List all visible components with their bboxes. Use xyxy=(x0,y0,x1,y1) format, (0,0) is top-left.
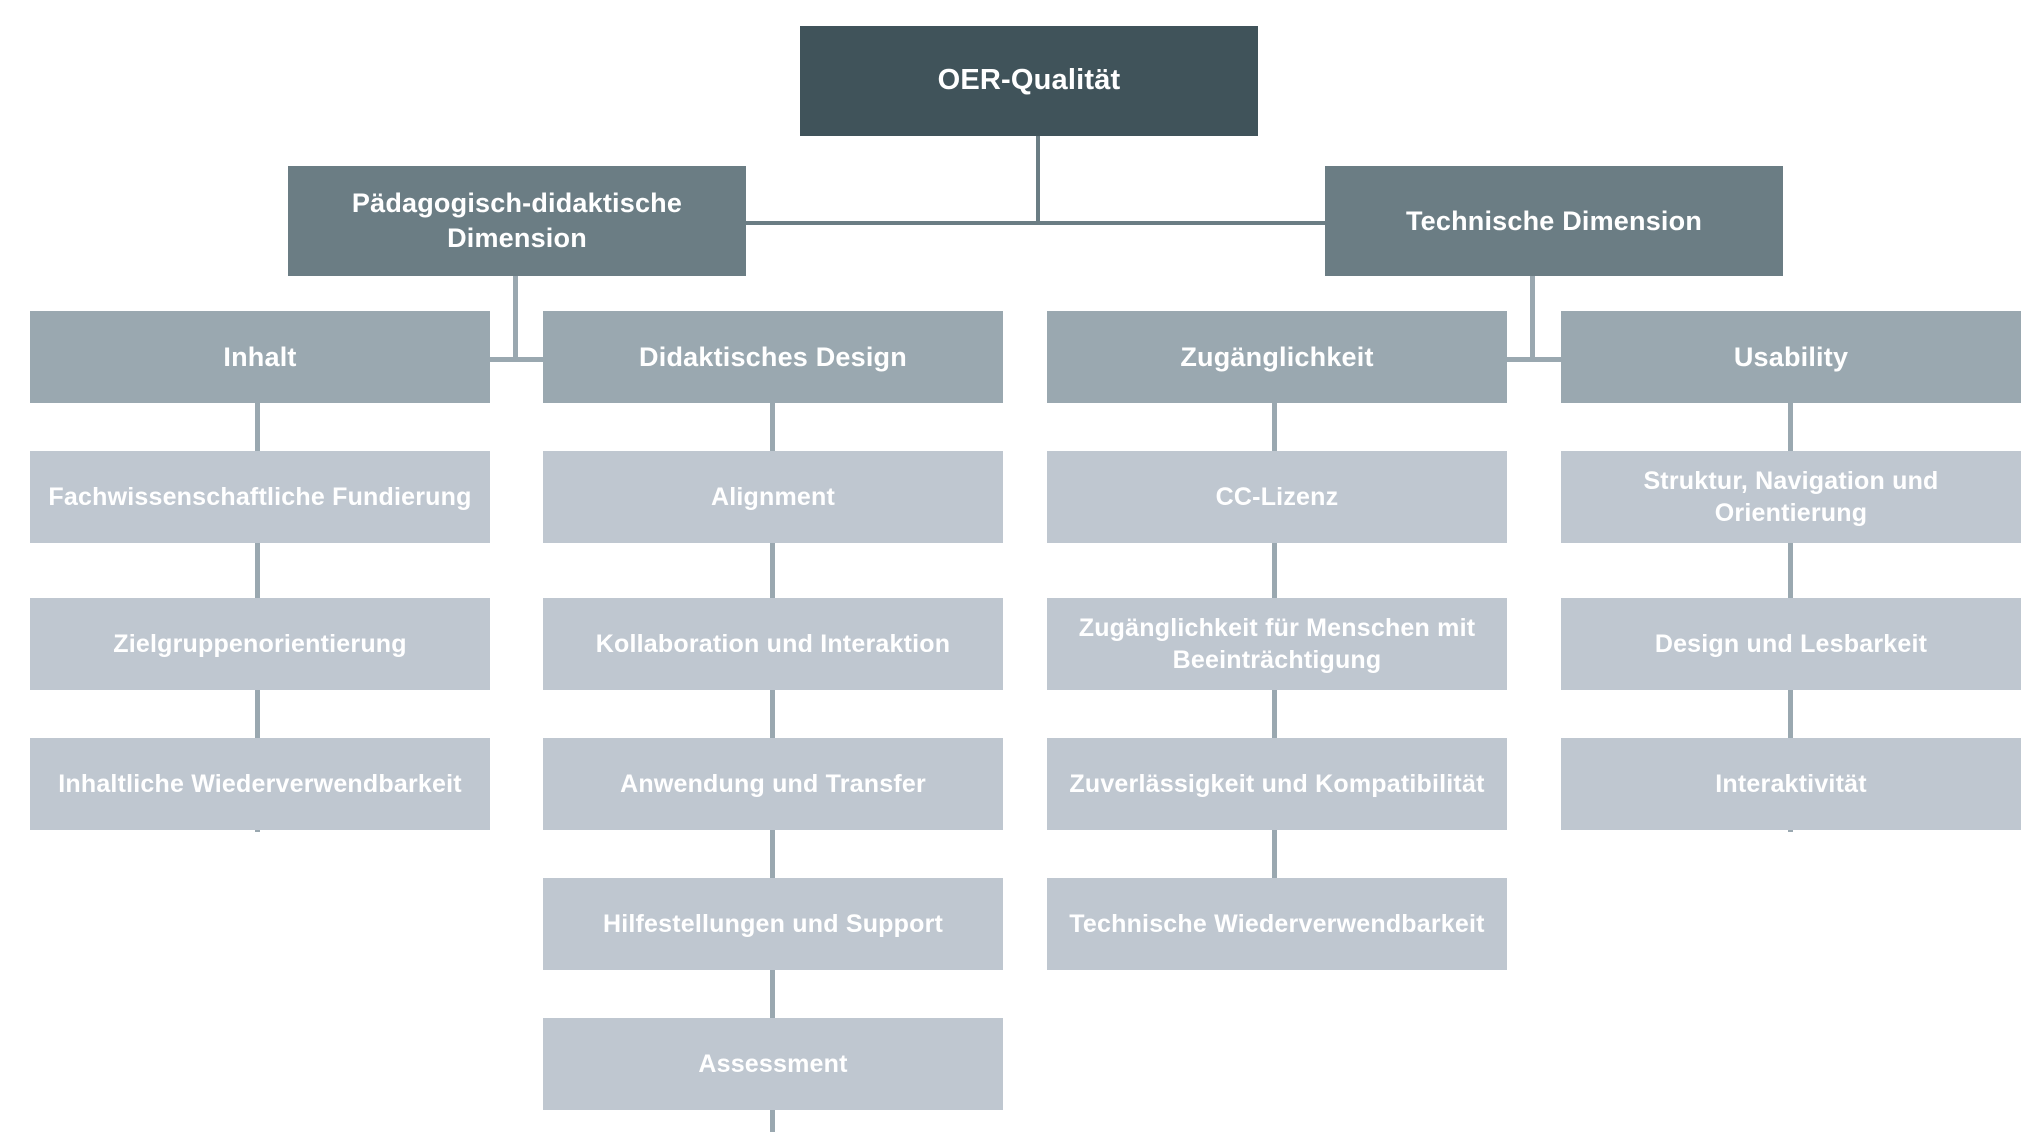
node-category-zugaenglichkeit[interactable]: Zugänglichkeit xyxy=(1047,311,1507,403)
node-root-oer-qualitaet[interactable]: OER-Qualität xyxy=(800,26,1258,136)
connector-technical-categories-bar xyxy=(1274,357,1792,362)
node-criterion-zielgruppenorientierung[interactable]: Zielgruppenorientierung xyxy=(30,598,490,690)
node-category-inhalt[interactable]: Inhalt xyxy=(30,311,490,403)
node-label: Zielgruppenorientierung xyxy=(113,630,407,658)
node-label: Kollaboration und Interaktion xyxy=(595,630,951,658)
node-label: Alignment xyxy=(710,483,836,511)
connector-root-stem xyxy=(1036,135,1040,223)
node-label: Technische Wiederverwendbarkeit xyxy=(1069,910,1485,938)
node-label: Design und Lesbarkeit xyxy=(1654,630,1928,658)
node-label: Hilfestellungen und Support xyxy=(602,910,944,938)
node-criterion-kollaboration-und-interaktion[interactable]: Kollaboration und Interaktion xyxy=(543,598,1003,690)
node-criterion-zuverlaessigkeit-und-kompatibilitaet[interactable]: Zuverlässigkeit und Kompatibilität xyxy=(1047,738,1507,830)
node-criterion-inhaltliche-wiederverwendbarkeit[interactable]: Inhaltliche Wiederverwendbarkeit xyxy=(30,738,490,830)
node-dimension-technische[interactable]: Technische Dimension xyxy=(1325,166,1783,276)
node-criterion-fachwissenschaftliche-fundierung[interactable]: Fachwissenschaftliche Fundierung xyxy=(30,451,490,543)
node-label: Didaktisches Design xyxy=(639,341,907,372)
node-label: Fachwissenschaftliche Fundierung xyxy=(48,483,472,511)
node-label: Inhalt xyxy=(223,341,297,372)
node-criterion-assessment[interactable]: Assessment xyxy=(543,1018,1003,1110)
node-label: Zugänglichkeit für Menschen mit Beeinträ… xyxy=(1078,614,1476,674)
node-label: Pädagogisch-didaktische Dimension xyxy=(351,188,683,253)
node-label: Interaktivität xyxy=(1715,770,1867,798)
node-criterion-technische-wiederverwendbarkeit[interactable]: Technische Wiederverwendbarkeit xyxy=(1047,878,1507,970)
connector-pedagogic-stem xyxy=(513,270,518,359)
node-label: Usability xyxy=(1733,341,1849,372)
node-label: Struktur, Navigation und Orientierung xyxy=(1643,467,1939,527)
node-label: Assessment xyxy=(698,1050,848,1078)
node-label: Zuverlässigkeit und Kompatibilität xyxy=(1069,770,1485,798)
node-label: Anwendung und Transfer xyxy=(620,770,926,798)
node-criterion-anwendung-und-transfer[interactable]: Anwendung und Transfer xyxy=(543,738,1003,830)
node-criterion-cc-lizenz[interactable]: CC-Lizenz xyxy=(1047,451,1507,543)
connector-pedagogic-categories-bar xyxy=(257,357,775,362)
node-criterion-design-und-lesbarkeit[interactable]: Design und Lesbarkeit xyxy=(1561,598,2021,690)
node-label: CC-Lizenz xyxy=(1215,483,1339,511)
node-criterion-alignment[interactable]: Alignment xyxy=(543,451,1003,543)
node-criterion-hilfestellungen-und-support[interactable]: Hilfestellungen und Support xyxy=(543,878,1003,970)
node-label: Zugänglichkeit xyxy=(1180,341,1374,372)
node-criterion-zugaenglichkeit-fuer-menschen-mit-beeintraechtigung[interactable]: Zugänglichkeit für Menschen mit Beeinträ… xyxy=(1047,598,1507,690)
node-criterion-interaktivitaet[interactable]: Interaktivität xyxy=(1561,738,2021,830)
node-label: OER-Qualität xyxy=(937,64,1121,97)
node-label: Technische Dimension xyxy=(1405,205,1703,236)
node-category-didaktisches-design[interactable]: Didaktisches Design xyxy=(543,311,1003,403)
node-criterion-struktur-navigation-und-orientierung[interactable]: Struktur, Navigation und Orientierung xyxy=(1561,451,2021,543)
connector-technical-stem xyxy=(1530,270,1535,359)
node-label: Inhaltliche Wiederverwendbarkeit xyxy=(58,770,462,798)
node-category-usability[interactable]: Usability xyxy=(1561,311,2021,403)
connector-dimensions-bar xyxy=(737,221,1335,225)
node-dimension-paedagogisch-didaktisch[interactable]: Pädagogisch-didaktische Dimension xyxy=(288,166,746,276)
